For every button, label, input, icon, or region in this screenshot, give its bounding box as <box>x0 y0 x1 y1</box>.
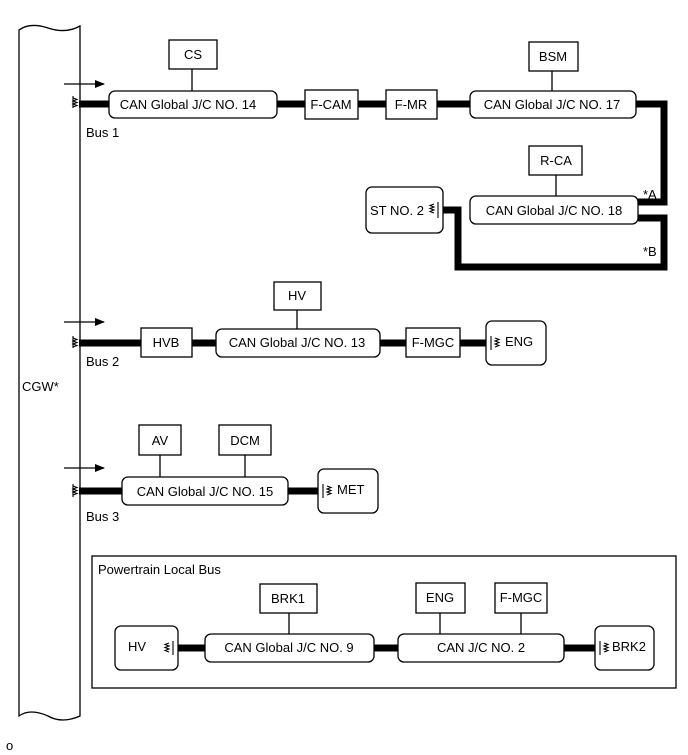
fcam-label: F-CAM <box>310 97 351 112</box>
hvb-label: HVB <box>153 335 180 350</box>
bus3-group: Bus 3 AV DCM CAN Global J/C NO. 15 MET <box>64 424 379 524</box>
brk1-label: BRK1 <box>271 591 305 606</box>
cgw-component: CGW* <box>18 24 81 721</box>
hv-box <box>273 281 322 311</box>
jc9-label: CAN Global J/C NO. 9 <box>224 640 353 655</box>
ptlb-fmgc-label: F-MGC <box>500 590 543 605</box>
bsm-box <box>528 41 579 72</box>
brk2-label: BRK2 <box>612 639 646 654</box>
av-box <box>138 424 182 456</box>
ptlb-fmgc-box <box>494 582 548 614</box>
brk2-box <box>594 625 655 671</box>
bus2-terminal-icon <box>71 336 79 348</box>
bus2-label: Bus 2 <box>86 354 119 369</box>
mark-b: *B <box>643 244 657 259</box>
ptlb-eng-label: ENG <box>426 590 454 605</box>
av-label: AV <box>152 433 169 448</box>
jc14-box <box>108 90 278 119</box>
bus2-group: Bus 2 HVB HV CAN Global J/C NO. 13 F-MGC… <box>64 281 547 369</box>
brk1-box <box>259 583 318 614</box>
st2-terminal-icon <box>428 202 439 218</box>
footer-mark: o <box>6 738 13 753</box>
dcm-box <box>218 424 272 456</box>
bsm-label: BSM <box>539 49 567 64</box>
jc17-label: CAN Global J/C NO. 17 <box>484 97 621 112</box>
eng-box <box>485 320 547 366</box>
hvb-box <box>140 327 193 358</box>
eng-label: ENG <box>505 334 533 349</box>
met-terminal-icon <box>322 484 333 498</box>
fmr-box <box>385 89 438 120</box>
jc13-box <box>215 328 381 358</box>
jc2-label: CAN J/C NO. 2 <box>437 640 525 655</box>
ptlb-hv-label: HV <box>128 639 146 654</box>
eng-terminal-icon <box>490 336 501 350</box>
jc18-box <box>469 195 639 225</box>
ptlb-frame <box>91 555 677 689</box>
jc15-label: CAN Global J/C NO. 15 <box>137 484 274 499</box>
ptlb-hv-box <box>114 625 179 671</box>
rca-box <box>528 145 583 176</box>
mark-a: *A <box>643 187 657 202</box>
st2-box <box>365 186 444 234</box>
powertrain-local-bus-group: Powertrain Local Bus HV BRK1 CAN Global … <box>91 555 677 689</box>
brk2-terminal-icon <box>599 641 610 655</box>
fmr-label: F-MR <box>395 97 428 112</box>
fmgc-label: F-MGC <box>412 335 455 350</box>
bus1-link-b <box>443 206 668 271</box>
cgw-label: CGW* <box>22 379 59 394</box>
jc9-box <box>204 633 375 663</box>
fcam-box <box>304 89 359 120</box>
ptlb-title: Powertrain Local Bus <box>98 562 221 577</box>
jc18-label: CAN Global J/C NO. 18 <box>486 203 623 218</box>
jc14-label: CAN Global J/C NO. 14 <box>120 97 257 112</box>
met-box <box>317 468 379 514</box>
ptlb-eng-box <box>415 582 466 614</box>
cs-label: CS <box>184 47 202 62</box>
bus3-label: Bus 3 <box>86 509 119 524</box>
ptlb-hv-terminal-icon <box>163 641 174 655</box>
rca-label: R-CA <box>540 153 572 168</box>
jc15-box <box>121 476 289 506</box>
met-label: MET <box>337 482 365 497</box>
bus1-terminal-icon <box>71 96 79 108</box>
jc2-box <box>397 633 565 663</box>
cs-box <box>168 39 218 70</box>
bus3-terminal-icon <box>71 484 79 497</box>
hv-label: HV <box>288 288 306 303</box>
bus1-group: Bus 1 CS CAN Global J/C NO. 14 F-CAM F-M… <box>64 39 668 271</box>
bus1-label: Bus 1 <box>86 125 119 140</box>
jc13-label: CAN Global J/C NO. 13 <box>229 335 366 350</box>
bus1-link-a <box>636 100 668 206</box>
dcm-label: DCM <box>230 433 260 448</box>
fmgc-box <box>405 327 461 358</box>
st2-label: ST NO. 2 <box>370 203 424 218</box>
jc17-box <box>469 90 637 119</box>
